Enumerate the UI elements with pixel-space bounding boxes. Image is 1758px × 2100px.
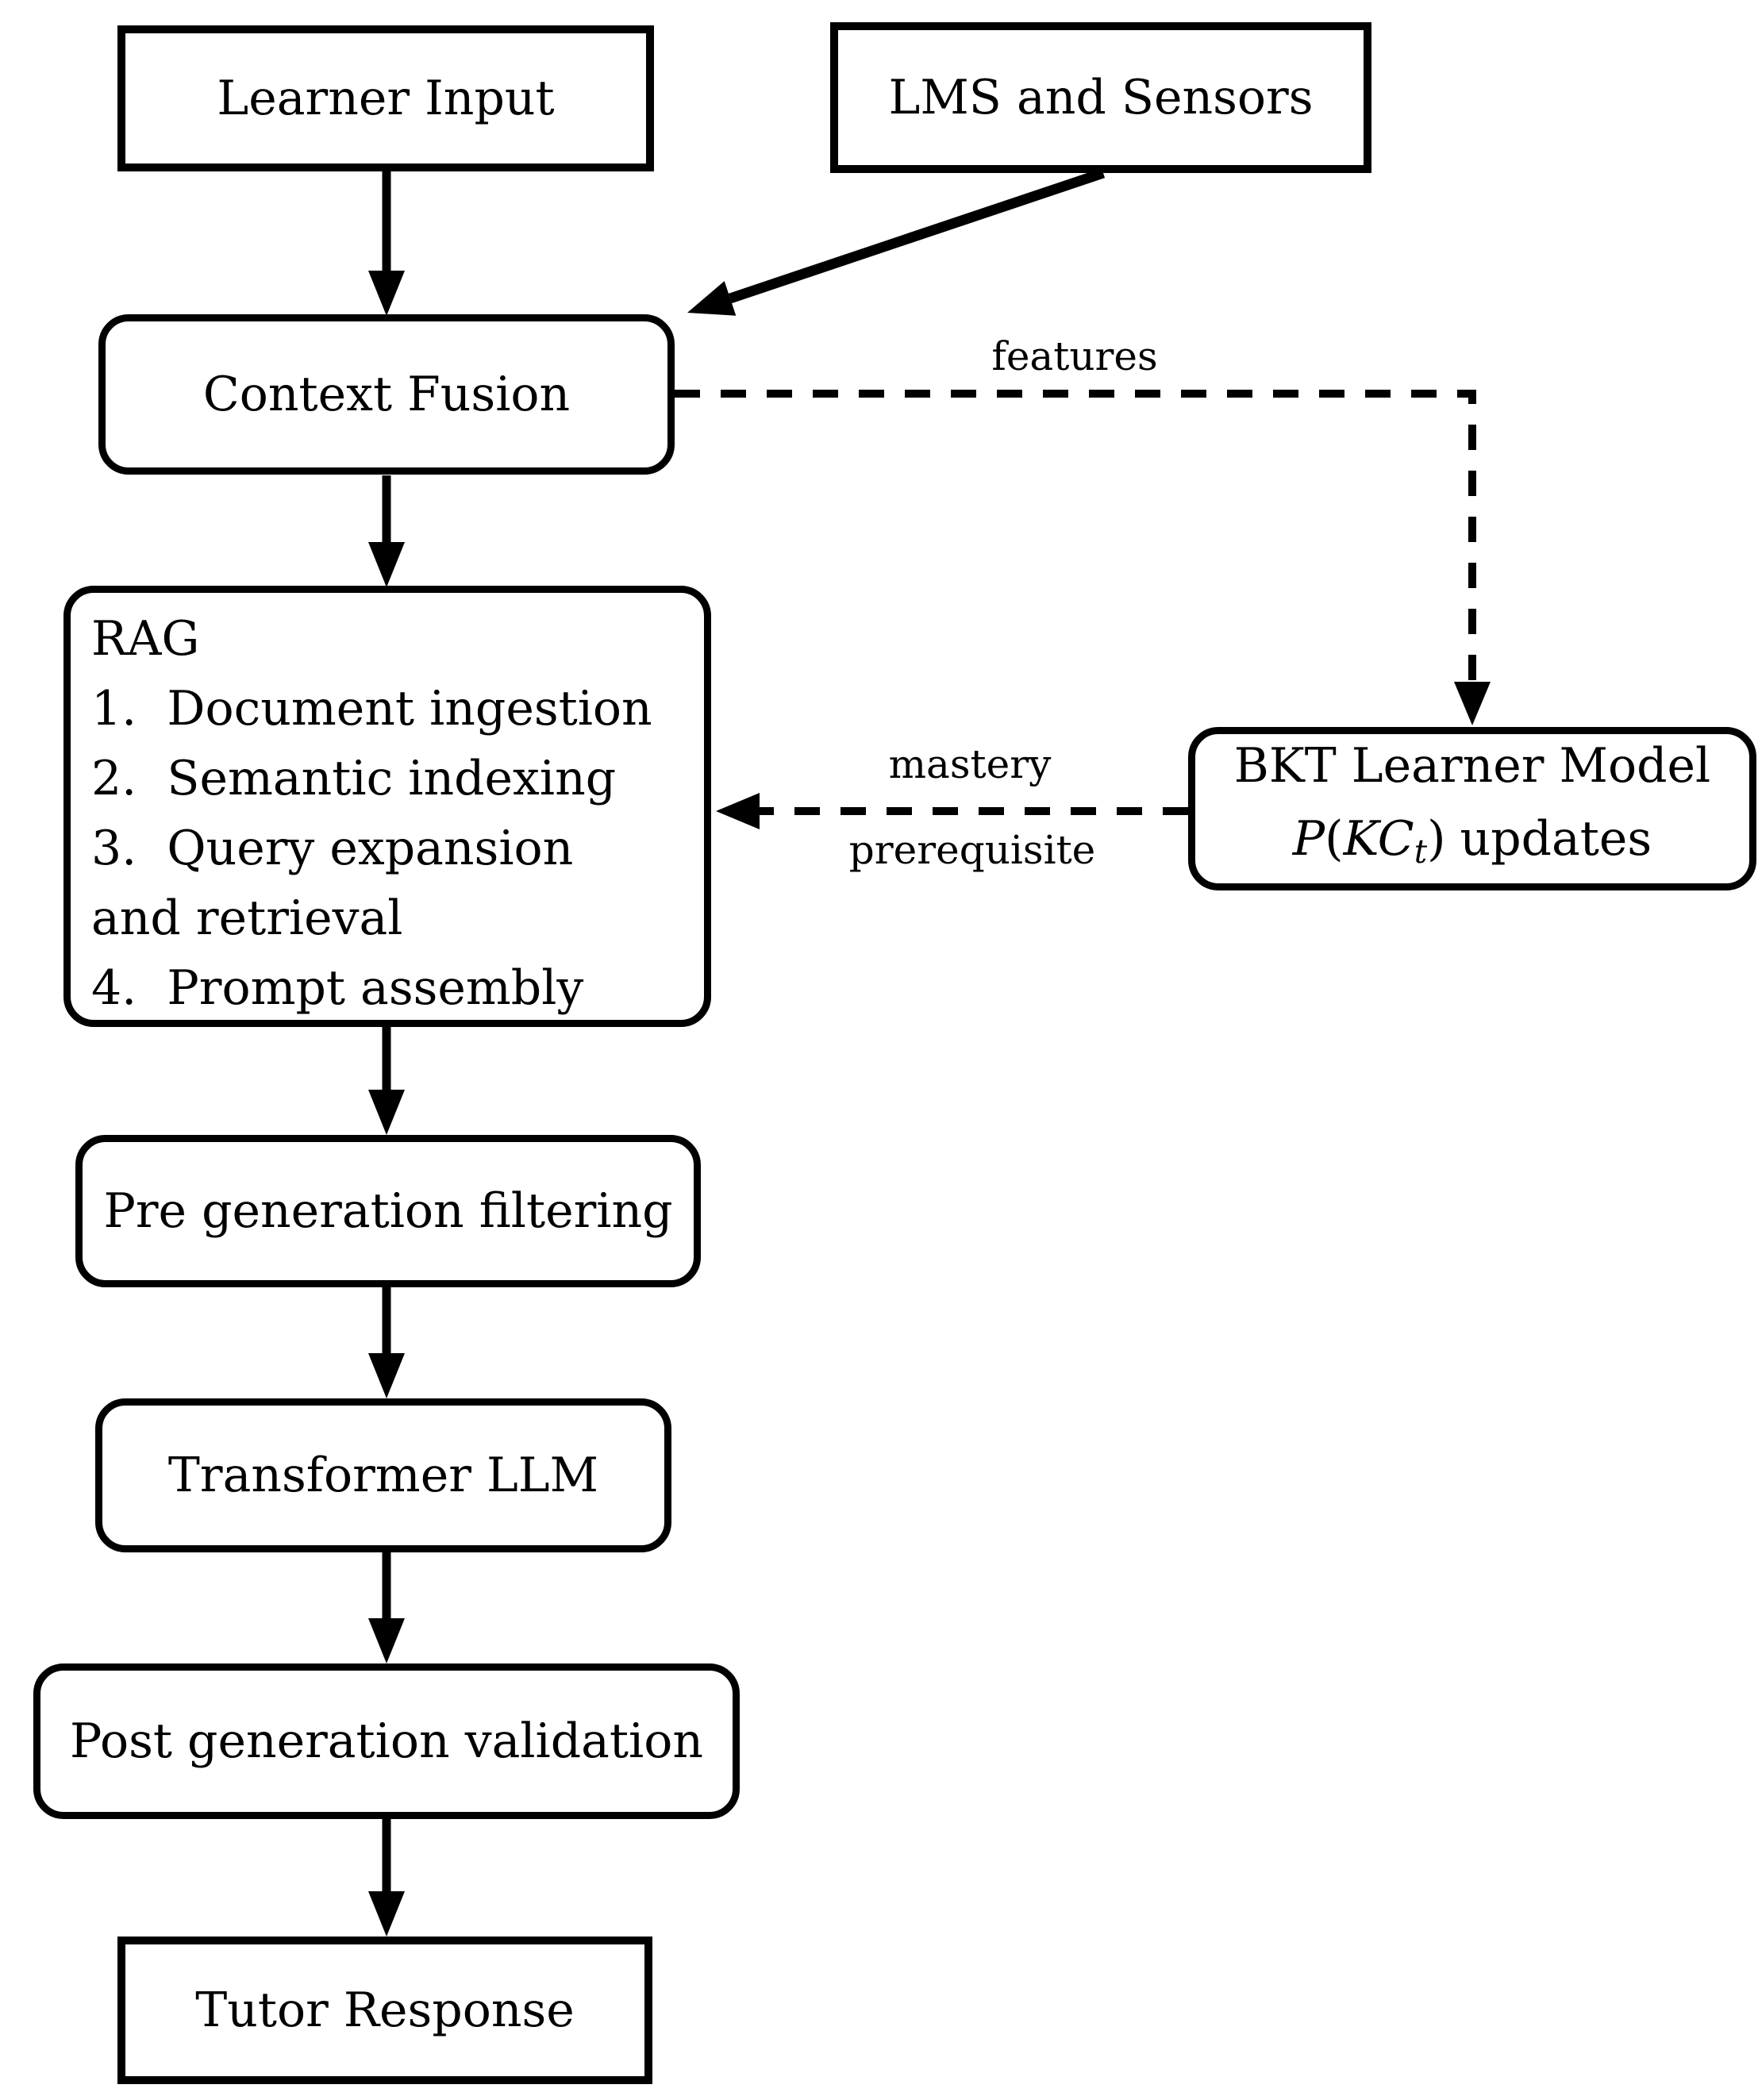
arrowhead-down-icon [368,1090,405,1135]
arrowhead-down-icon [1454,682,1491,725]
edge-features-dashed [675,390,1491,725]
bkt-formula-updates: updates [1460,810,1652,867]
bkt-formula-kc: KC [1343,810,1414,867]
edge-mastery-dashed [716,793,1188,829]
bkt-formula-subscript: t [1414,833,1428,871]
node-tutor-response: Tutor Response [117,1937,652,2084]
node-learner-input-label: Learner Input [217,70,555,126]
edge-label-prerequisite: prerequisite [848,827,1096,873]
node-transformer-llm: Transformer LLM [95,1398,671,1552]
bkt-formula-p: P [1292,810,1325,867]
bkt-formula-lparen: ( [1325,810,1344,867]
rag-step-3: 3. Query expansion [91,821,574,876]
node-lms-sensors: LMS and Sensors [830,22,1371,173]
rag-step-3-continued: and retrieval [91,890,403,946]
rag-title: RAG [91,611,200,667]
node-bkt-learner-model: BKT Learner Model P(KCt)updates [1188,727,1756,890]
rag-step-1: 1. Document ingestion [91,681,652,737]
node-transformer-label: Transformer LLM [167,1447,599,1503]
node-learner-input: Learner Input [117,25,654,171]
edge-rag-to-pre-generation [368,1025,405,1135]
rag-step-4: 4. Prompt assembly [91,960,584,1016]
bkt-title: BKT Learner Model [1233,737,1711,794]
edge-context-fusion-to-rag [368,475,405,587]
node-post-generation-validation: Post generation validation [33,1663,740,1819]
arrowhead-down-icon [368,1353,405,1398]
node-context-fusion-label: Context Fusion [202,366,571,422]
edge-transformer-to-post-generation [368,1552,405,1663]
node-post-generation-label: Post generation validation [70,1713,703,1769]
node-context-fusion: Context Fusion [98,314,675,475]
node-pre-generation-filtering: Pre generation filtering [75,1135,701,1287]
edge-pre-generation-to-transformer [368,1287,405,1398]
arrowhead-left-icon [716,793,760,829]
node-rag: RAG 1. Document ingestion 2. Semantic in… [63,586,711,1027]
arrowhead-down-icon [368,1618,405,1663]
arrowhead-down-icon [368,542,405,587]
rag-step-2: 2. Semantic indexing [91,751,617,806]
bkt-formula: P(KCt)updates [1293,802,1652,888]
arrowhead-down-icon [368,271,405,316]
node-pre-generation-label: Pre generation filtering [103,1183,673,1239]
edge-learner-input-to-context-fusion [368,171,405,316]
edge-lms-to-context-fusion [687,167,1106,316]
arrowhead-down-icon [368,1891,405,1937]
node-tutor-response-label: Tutor Response [195,1982,575,2038]
node-lms-sensors-label: LMS and Sensors [888,69,1314,125]
edge-label-features: features [991,333,1158,379]
arrowhead-diagonal-icon [687,281,737,316]
edge-post-generation-to-tutor [368,1819,405,1937]
bkt-formula-rparen: ) [1427,810,1446,867]
edge-label-mastery: mastery [888,741,1052,787]
